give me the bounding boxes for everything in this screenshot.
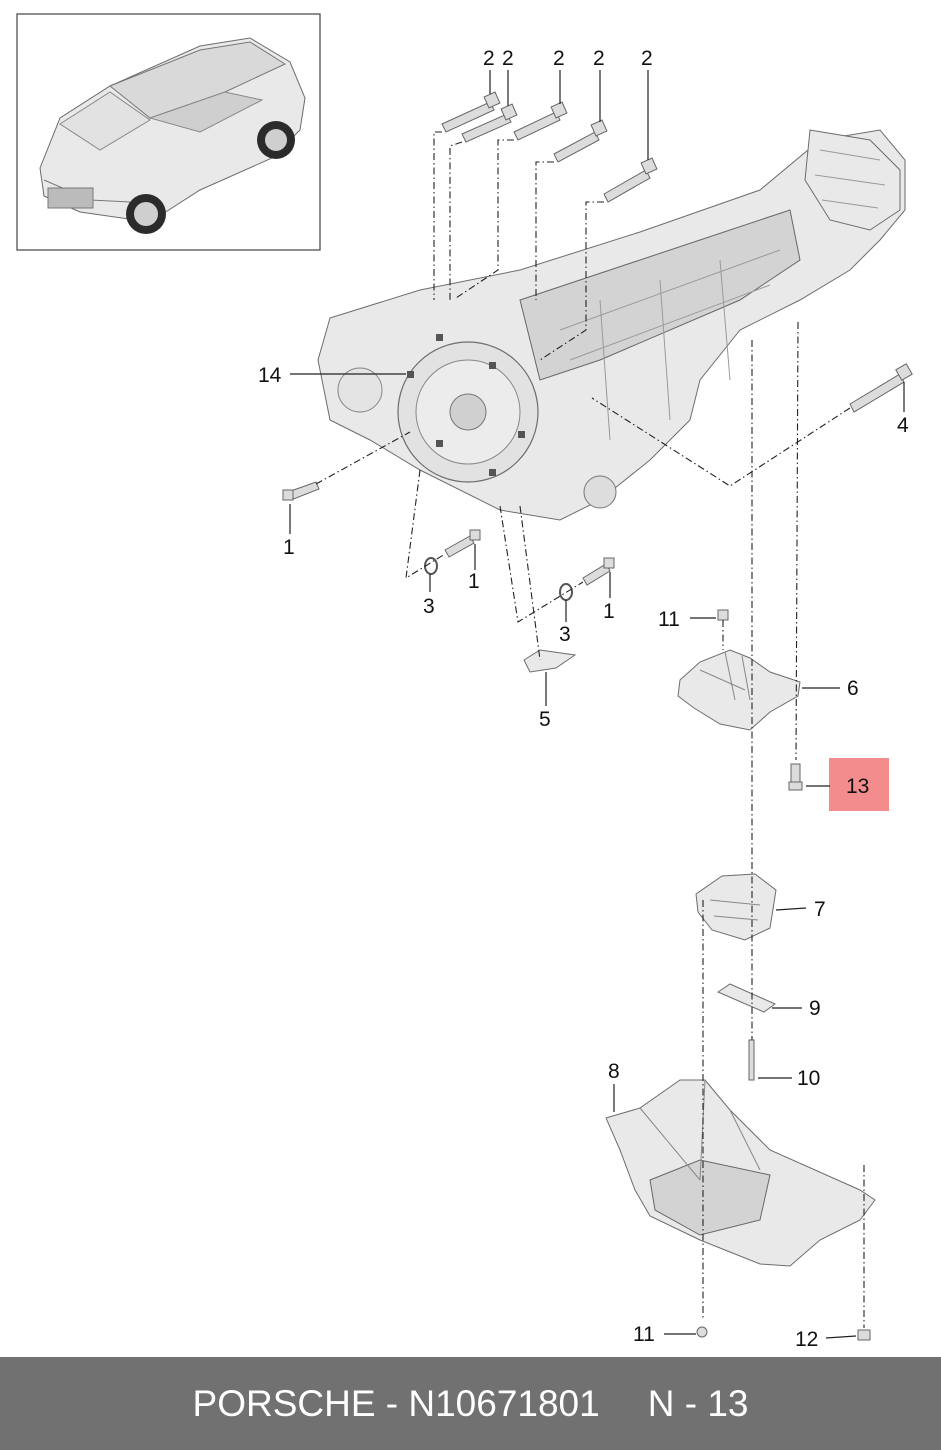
callout-2: 2: [502, 47, 514, 70]
bolt-10: [748, 1039, 755, 1081]
highlight-box: [829, 758, 889, 811]
parts-diagram: 2 2 2 2 2 14 4 1 1 1 3 3 5 11 6 13 7 9 1…: [16, 13, 913, 1351]
assembly-lines: [315, 131, 865, 1328]
callout-5: 5: [539, 708, 551, 731]
callout-13: 13: [846, 775, 869, 798]
nut-11-bottom: [696, 1326, 708, 1338]
callout-2: 2: [483, 47, 495, 70]
footer-part-number: PORSCHE - N10671801: [192, 1382, 600, 1424]
bolt-2-group: [441, 91, 658, 203]
nut-11-top: [717, 609, 729, 621]
callout-4: 4: [897, 414, 909, 437]
callout-6: 6: [847, 677, 859, 700]
callout-11: 11: [658, 608, 680, 631]
callout-8: 8: [608, 1060, 620, 1083]
callout-labels: 2 2 2 2 2 14 4 1 1 1 3 3 5 11 6 13 7 9 1…: [258, 47, 909, 1351]
mount-7: [695, 873, 777, 941]
callout-3: 3: [559, 623, 571, 646]
callout-1: 1: [468, 570, 480, 593]
callout-2: 2: [553, 47, 565, 70]
plate-9: [716, 983, 776, 1013]
leader-lines: [289, 70, 905, 1339]
bolt-4: [849, 373, 905, 413]
footer-bar: PORSCHE - N10671801 N - 13: [0, 1357, 941, 1450]
bolt-12: [857, 1329, 871, 1341]
callout-11: 11: [633, 1323, 655, 1346]
callout-2: 2: [593, 47, 605, 70]
callout-1: 1: [283, 536, 295, 559]
callout-14: 14: [258, 364, 282, 387]
mount-6: [677, 649, 801, 731]
vehicle-thumbnail: [16, 13, 321, 251]
callout-9: 9: [809, 997, 821, 1020]
callout-12: 12: [795, 1328, 818, 1351]
callout-10: 10: [797, 1067, 820, 1090]
callout-7: 7: [814, 898, 826, 921]
callout-2: 2: [641, 47, 653, 70]
bolt-13: [788, 763, 803, 791]
transmission-illustration: [317, 129, 906, 521]
bracket-5: [523, 649, 577, 673]
bolt-1-group: [282, 481, 615, 601]
footer-diagram-ref: N - 13: [647, 1382, 749, 1424]
callout-1: 1: [603, 600, 615, 623]
callout-3: 3: [423, 595, 435, 618]
